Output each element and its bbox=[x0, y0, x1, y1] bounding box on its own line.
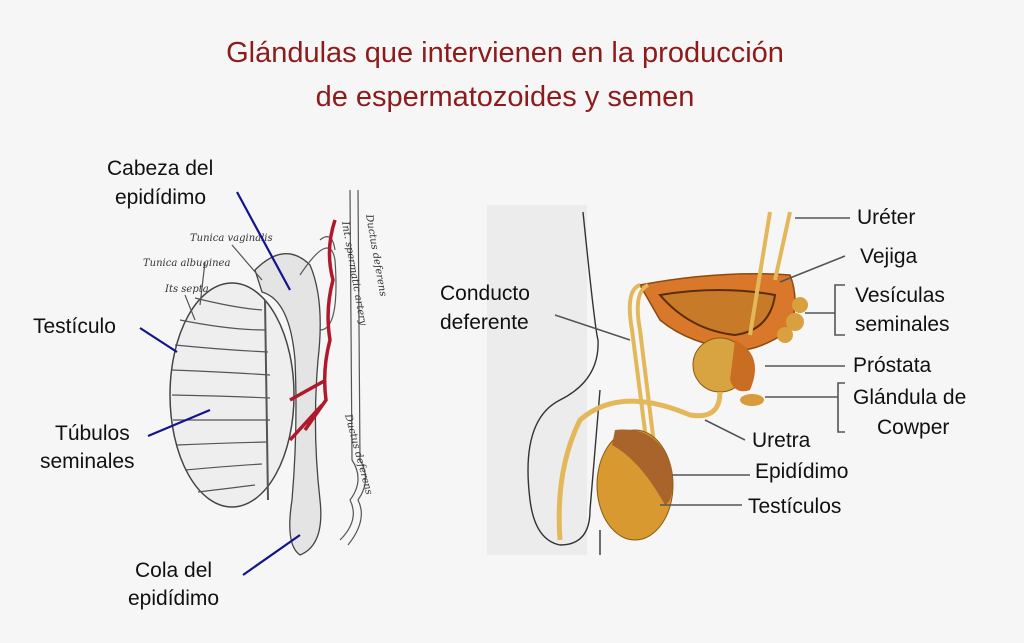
pointer-testiculo bbox=[139, 327, 178, 353]
pointer-tubulos bbox=[147, 408, 211, 438]
title-line-1: Glándulas que intervienen en la producci… bbox=[226, 37, 784, 69]
reproductive-system-illustration bbox=[487, 205, 808, 555]
label-testiculo: Testículo bbox=[33, 315, 116, 338]
label-cola-1: Cola del bbox=[135, 559, 212, 582]
spermatic-artery-label: Int. spermatic artery bbox=[339, 220, 368, 327]
label-testiculos: Testículos bbox=[748, 495, 841, 518]
label-tubulos-1: Túbulos bbox=[55, 422, 130, 445]
label-vesiculas-2: seminales bbox=[855, 313, 950, 336]
title-line-2: de espermatozoides y semen bbox=[316, 81, 695, 113]
label-tubulos-2: seminales bbox=[40, 450, 135, 473]
testis-engraving bbox=[169, 189, 367, 556]
label-conducto-1: Conducto bbox=[440, 282, 530, 305]
ductus-deferens-label: Ductus deferens bbox=[363, 213, 388, 298]
label-conducto-2: deferente bbox=[440, 311, 529, 334]
label-ureter: Uréter bbox=[857, 206, 915, 229]
label-uretra: Uretra bbox=[752, 429, 811, 452]
pointer-cabeza bbox=[236, 191, 291, 291]
tunica-vaginalis-label: Tunica vaginalis bbox=[190, 233, 273, 244]
label-vesiculas-1: Vesículas bbox=[855, 284, 945, 307]
label-prostata: Próstata bbox=[853, 354, 932, 377]
label-epididimo: Epidídimo bbox=[755, 460, 848, 483]
label-cabeza-2: epidídimo bbox=[115, 186, 206, 209]
label-cowper-2: Cowper bbox=[877, 416, 949, 439]
its-septa-label: Its septa bbox=[164, 284, 209, 295]
label-cola-2: epidídimo bbox=[128, 587, 219, 610]
right-pointer-lines bbox=[554, 217, 850, 506]
label-vejiga: Vejiga bbox=[860, 245, 918, 268]
label-cowper-1: Glándula de bbox=[853, 386, 966, 409]
pointer-cola bbox=[242, 534, 301, 576]
label-cabeza-1: Cabeza del bbox=[107, 157, 213, 180]
tunica-albuginea-label: Tunica albuginea bbox=[143, 258, 230, 269]
